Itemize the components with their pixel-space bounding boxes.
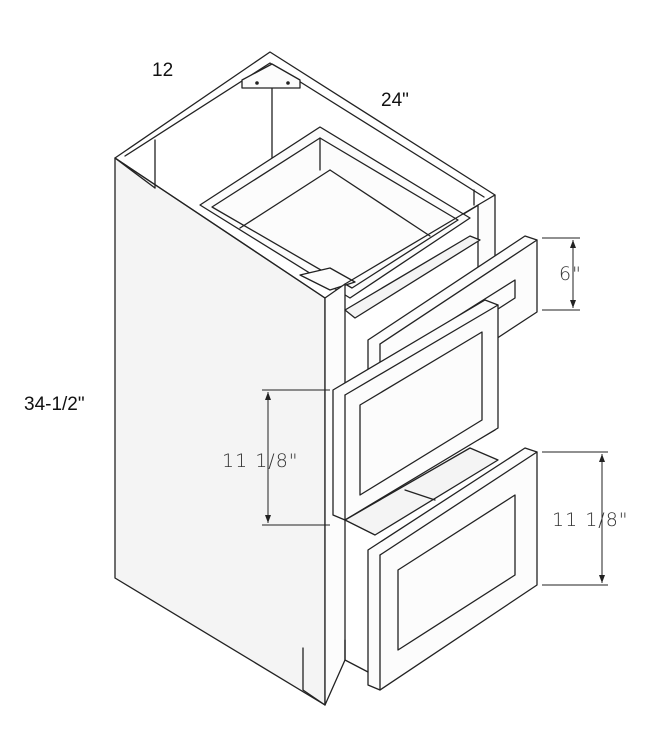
bottom-drawer-height-label: 11 1/8" [552,509,629,531]
top-drawer-side [344,235,481,319]
middle-drawer-front [332,299,499,521]
bottom-drawer-panel [397,494,516,651]
dim-bottom-drawer [542,451,608,586]
dim-top-drawer [542,237,580,311]
dim-middle-drawer [262,389,330,526]
middle-drawer-panel [359,331,483,496]
toe-kick [302,647,326,706]
top-drawer-height-label: 6" [559,263,582,285]
middle-drawer-height-label: 11 1/8" [222,450,299,472]
bottom-drawer-side [344,447,499,536]
cabinet-top-rim-inner [124,62,485,198]
corner-brace [241,63,301,89]
width-label: 12 [152,60,174,81]
height-label: 34-1/2" [24,394,85,415]
depth-label: 24" [381,90,409,111]
